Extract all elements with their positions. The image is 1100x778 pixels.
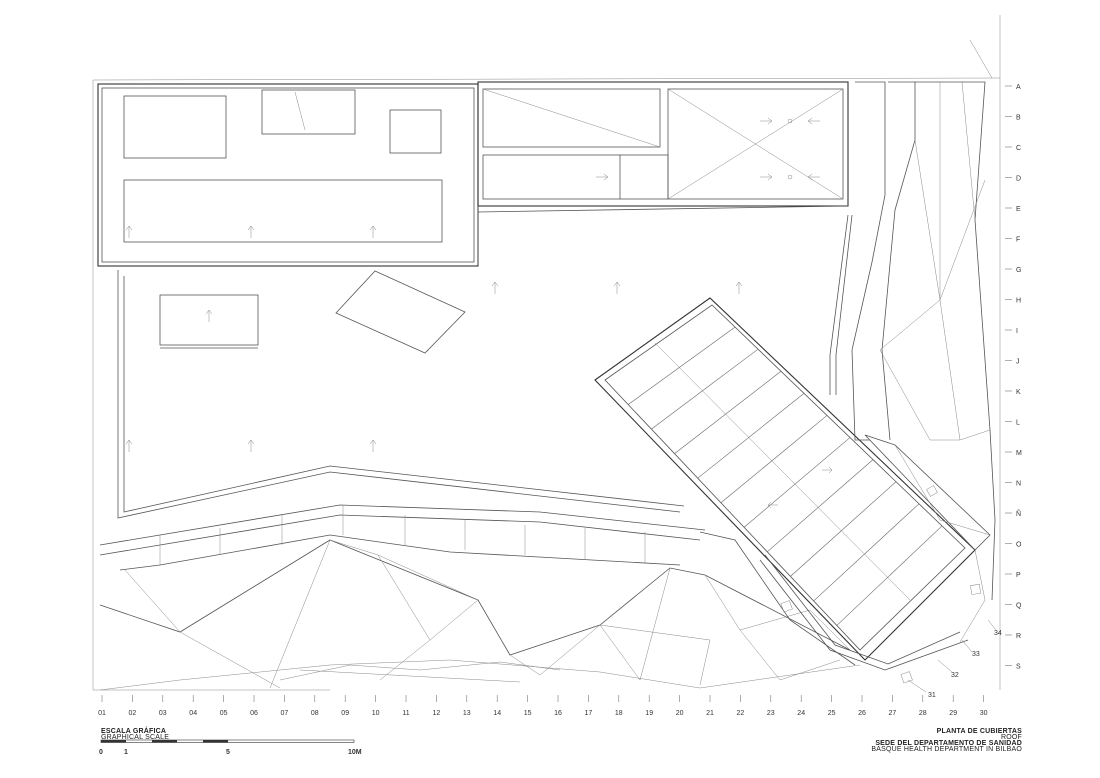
faceted-roof-east <box>699 81 996 684</box>
column-label: 10 <box>372 710 380 717</box>
column-label: 26 <box>858 710 866 717</box>
site-boundary <box>92 15 1001 691</box>
row-label: H <box>1016 298 1021 305</box>
skylight-rung <box>697 393 805 479</box>
row-label: E <box>1016 206 1021 213</box>
scale-subtitle: GRAPHICAL SCALE <box>101 734 170 741</box>
skylight-rung <box>674 371 782 454</box>
callout-labels: 31 32 33 34 <box>928 630 1002 699</box>
column-label: 12 <box>433 710 441 717</box>
row-label: I <box>1016 328 1018 335</box>
drawing-title: PLANTA DE CUBIERTAS <box>936 728 1022 735</box>
row-label: P <box>1016 572 1021 579</box>
column-label: 28 <box>919 710 927 717</box>
column-label: 24 <box>797 710 805 717</box>
column-axis: 01 02 03 04 05 06 07 08 09 10 11 12 13 14 15 16 17 18 19 20… <box>98 695 988 717</box>
column-label: 30 <box>980 710 988 717</box>
column-label: 08 <box>311 710 319 717</box>
column-label: 05 <box>220 710 228 717</box>
row-label: S <box>1016 664 1021 671</box>
column-label: 27 <box>889 710 897 717</box>
row-label: B <box>1016 115 1021 122</box>
column-label: 07 <box>281 710 289 717</box>
row-label: G <box>1016 267 1021 274</box>
project-name-english: BASQUE HEALTH DEPARTMENT IN BILBAO <box>871 746 1022 753</box>
row-label: M <box>1016 450 1022 457</box>
drawing-title-english: ROOF <box>1000 734 1022 741</box>
row-label: D <box>1016 176 1021 183</box>
column-label: 29 <box>949 710 957 717</box>
skylight-rung <box>651 348 759 430</box>
column-label: 09 <box>341 710 349 717</box>
column-label: 21 <box>706 710 714 717</box>
faceted-roof-south <box>99 539 861 691</box>
column-label: 17 <box>585 710 593 717</box>
diagonal-skylight-grid <box>594 297 976 661</box>
row-label: A <box>1016 84 1021 91</box>
scale-tick-0: 0 <box>99 749 103 756</box>
row-axis: A B C D E F G H I J K L M N Ñ O P Q R S <box>1005 84 1022 671</box>
slope-arrows <box>125 117 833 509</box>
skylight-rung <box>743 437 851 528</box>
column-label: 18 <box>615 710 623 717</box>
column-label: 23 <box>767 710 775 717</box>
column-label: 01 <box>98 710 106 717</box>
row-label: N <box>1016 481 1021 488</box>
skylight-rung <box>767 459 874 553</box>
row-label: J <box>1016 359 1020 366</box>
roof-block-north-west <box>97 83 479 267</box>
scale-tick-10m: 10M <box>348 749 362 756</box>
column-label: 25 <box>828 710 836 717</box>
scale-tick-1: 1 <box>124 749 128 756</box>
column-label: 20 <box>676 710 684 717</box>
column-label: 03 <box>159 710 167 717</box>
lower-panel-band <box>99 504 706 571</box>
row-label: L <box>1016 420 1020 427</box>
callout-leaders <box>907 619 997 693</box>
row-label: Ñ <box>1016 509 1021 518</box>
callout-32: 32 <box>951 672 959 679</box>
row-label: K <box>1016 389 1021 396</box>
callout-33: 33 <box>972 651 980 658</box>
skylight-rung <box>628 326 736 405</box>
column-label: 06 <box>250 710 258 717</box>
column-label: 16 <box>554 710 562 717</box>
row-label: R <box>1016 633 1021 640</box>
graphical-scale-bar: 0 1 5 10M <box>99 739 362 756</box>
column-label: 02 <box>129 710 137 717</box>
scale-tick-5: 5 <box>226 749 230 756</box>
column-label: 11 <box>402 710 409 717</box>
callout-34: 34 <box>994 630 1002 637</box>
row-label: F <box>1016 237 1020 244</box>
row-label: Q <box>1016 603 1022 610</box>
courtyard-outline <box>117 270 685 519</box>
column-label: 15 <box>524 710 532 717</box>
skylight-rung <box>790 481 897 577</box>
callout-31: 31 <box>928 692 936 699</box>
column-label: 13 <box>463 710 471 717</box>
project-name: SEDE DEL DEPARTAMENTO DE SANIDAD <box>875 740 1022 747</box>
scale-title: ESCALA GRÁFICA <box>101 728 167 735</box>
skylight-rung <box>720 415 828 503</box>
column-label: 14 <box>493 710 501 717</box>
roof-block-north-east <box>477 81 849 265</box>
column-label: 19 <box>645 710 653 717</box>
row-label: C <box>1016 145 1021 152</box>
skylight-rung <box>836 525 943 626</box>
column-label: 04 <box>189 710 197 717</box>
column-label: 22 <box>737 710 745 717</box>
skylight-rung <box>813 503 920 602</box>
row-label: O <box>1016 542 1022 549</box>
